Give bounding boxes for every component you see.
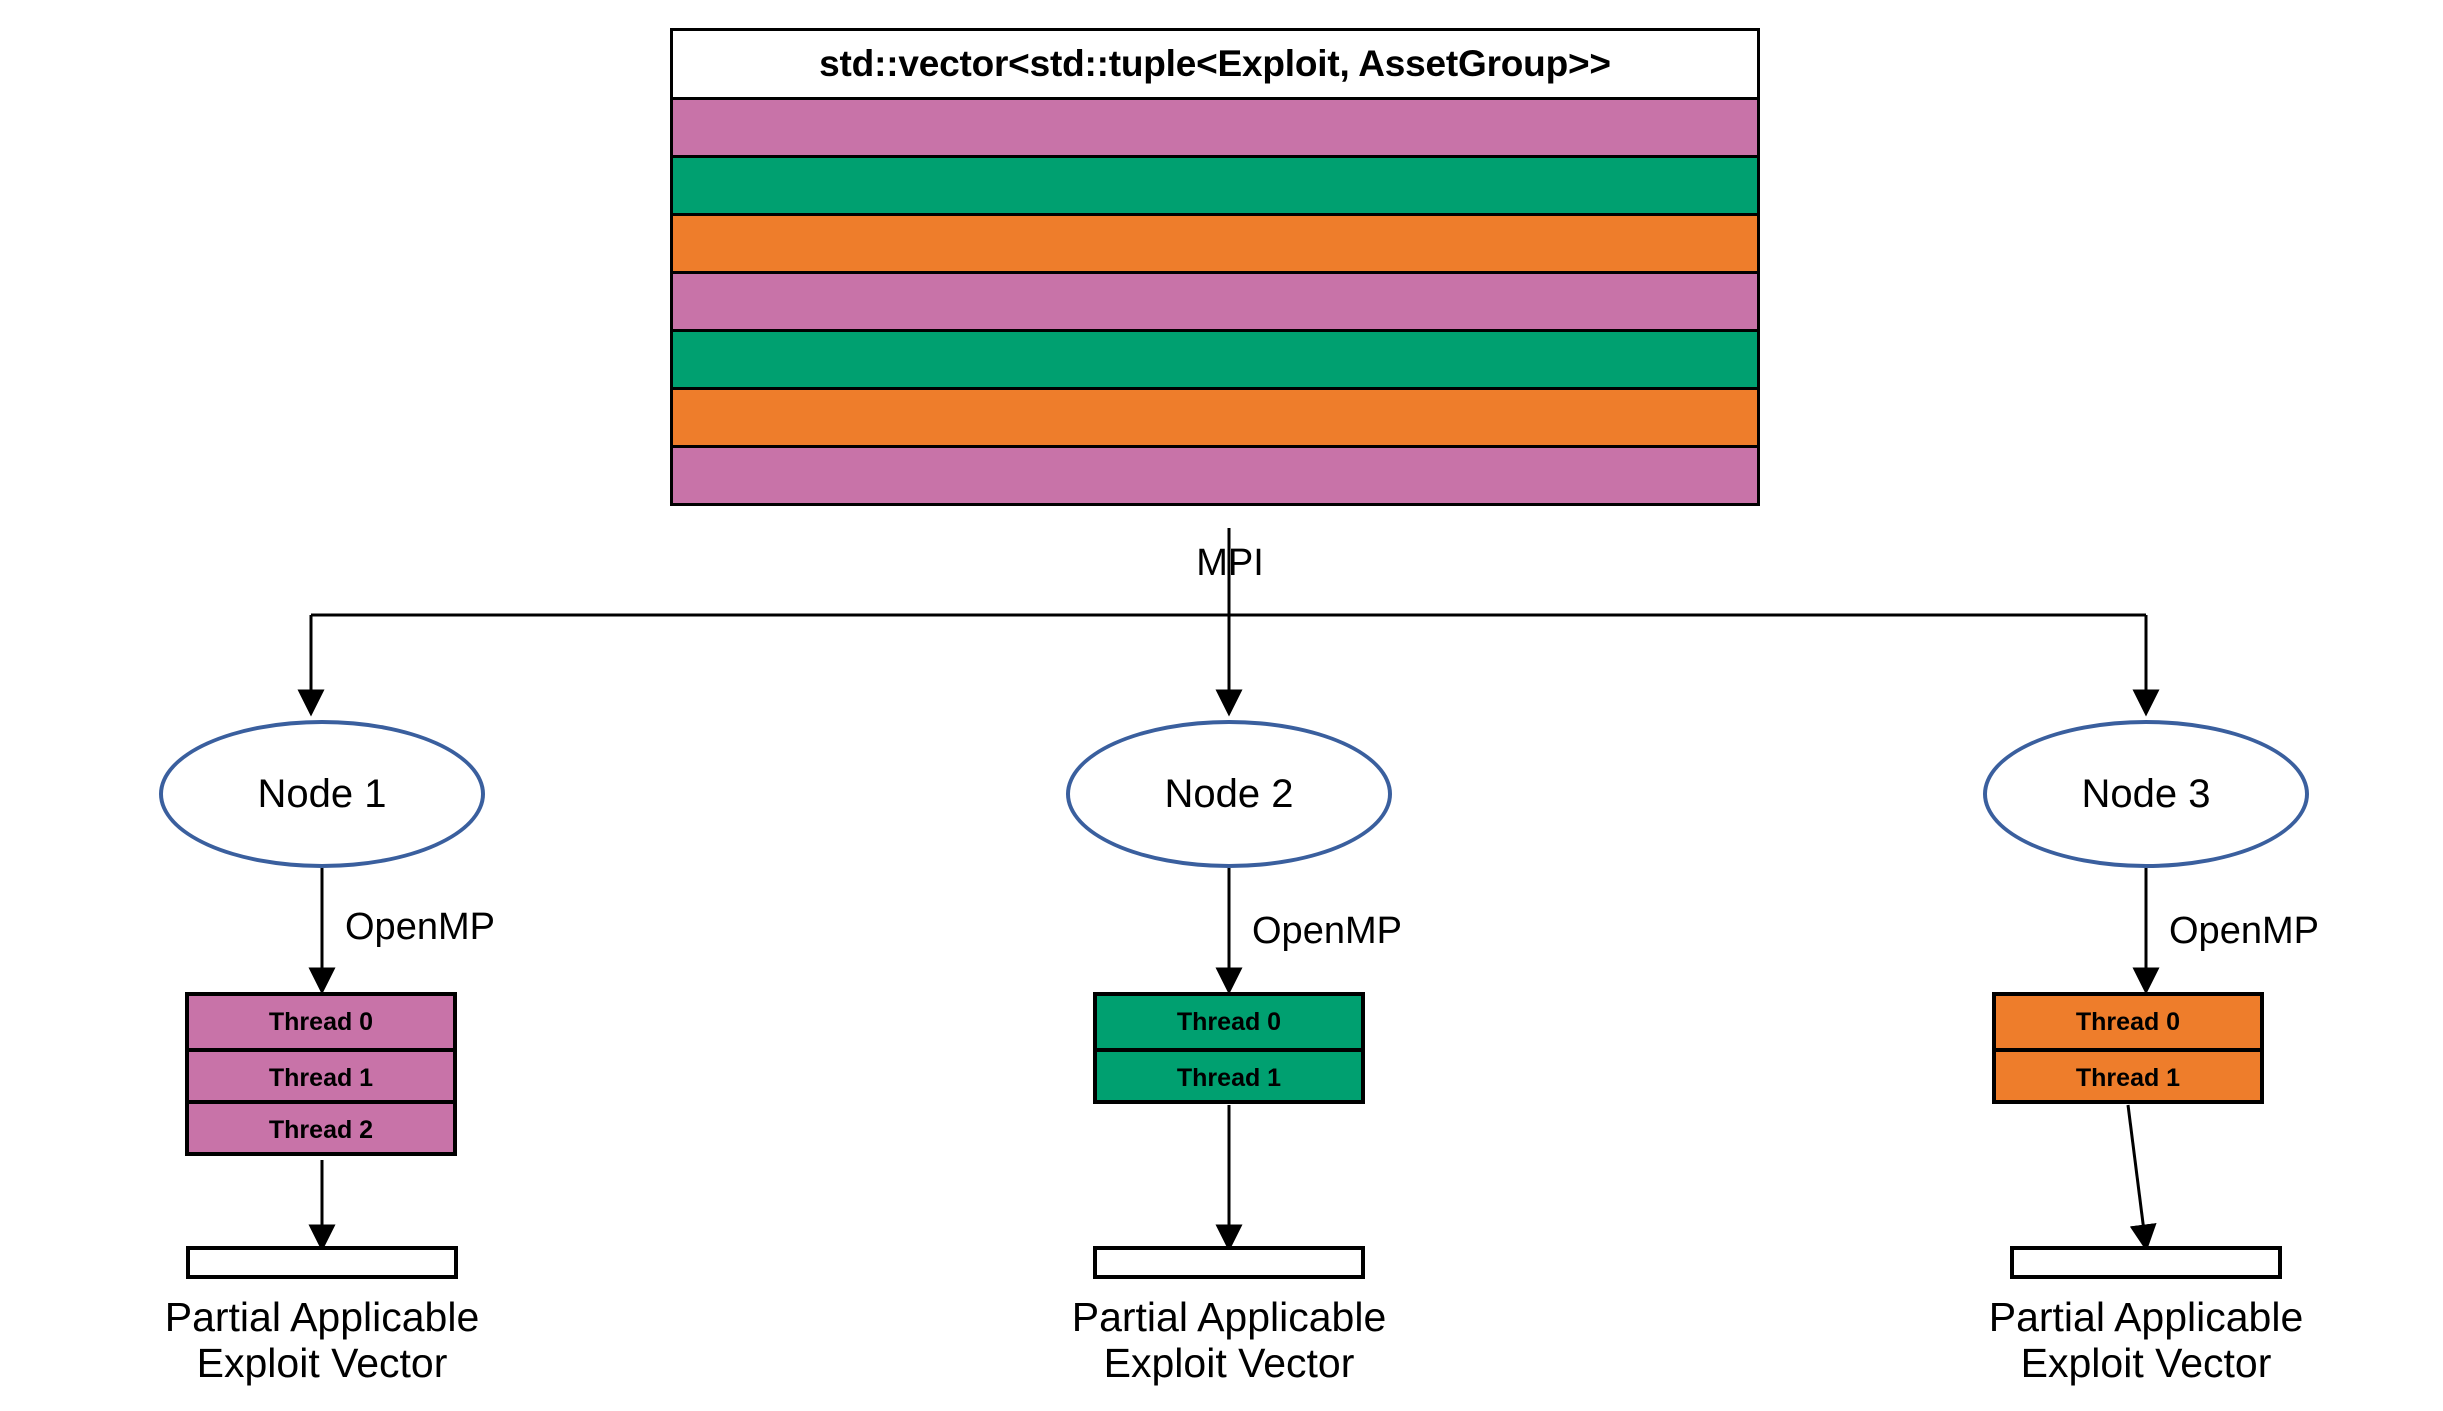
thread-stack-node-2: Thread 0 Thread 1 (1093, 992, 1365, 1104)
vector-slot-0 (673, 97, 1757, 155)
output-box-node-3 (2010, 1246, 2282, 1279)
vector-slot-5 (673, 387, 1757, 445)
vector-slot-3 (673, 271, 1757, 329)
output-caption-node-3-line2: Exploit Vector (2020, 1339, 2272, 1386)
output-caption-node-2: Partial Applicable Exploit Vector (989, 1294, 1469, 1387)
openmp-label-node-3: OpenMP (2169, 910, 2319, 952)
output-caption-node-3: Partial Applicable Exploit Vector (1906, 1294, 2386, 1387)
thread-stack-node-1: Thread 0 Thread 1 Thread 2 (185, 992, 457, 1156)
node-label-node-1: Node 1 (257, 771, 387, 816)
node-ellipse-node-1[interactable]: Node 1 (159, 720, 485, 868)
output-caption-node-1: Partial Applicable Exploit Vector (82, 1294, 562, 1387)
node-ellipse-node-3[interactable]: Node 3 (1983, 720, 2309, 868)
mpi-label: MPI (1196, 542, 1264, 584)
output-caption-node-3-line1: Partial Applicable (1988, 1294, 2304, 1340)
vector-slot-1 (673, 155, 1757, 213)
output-caption-node-2-line2: Exploit Vector (1103, 1339, 1355, 1386)
vector-slot-4 (673, 329, 1757, 387)
output-box-node-1 (186, 1246, 458, 1279)
thread-box-node-2-0[interactable]: Thread 0 (1176, 1008, 1282, 1036)
vector-slot-6 (673, 445, 1757, 503)
openmp-label-node-1: OpenMP (345, 906, 495, 948)
vector-slot-2 (673, 213, 1757, 271)
thread-box-node-3-1[interactable]: Thread 1 (1996, 1048, 2260, 1100)
node-label-node-3: Node 3 (2081, 771, 2211, 816)
output-caption-node-1-line2: Exploit Vector (196, 1339, 448, 1386)
thread-box-node-3-0[interactable]: Thread 0 (2075, 1008, 2181, 1036)
thread-box-node-2-1[interactable]: Thread 1 (1097, 1048, 1361, 1100)
output-caption-node-2-line1: Partial Applicable (1071, 1294, 1387, 1340)
output-box-node-2 (1093, 1246, 1365, 1279)
output-caption-node-1-line1: Partial Applicable (164, 1294, 480, 1340)
thread-stack-node-3: Thread 0 Thread 1 (1992, 992, 2264, 1104)
node-ellipse-node-2[interactable]: Node 2 (1066, 720, 1392, 868)
thread-box-node-1-1[interactable]: Thread 1 (189, 1048, 453, 1100)
openmp-label-node-2: OpenMP (1252, 910, 1402, 952)
vector-type-title: std::vector<std::tuple<Exploit, AssetGro… (673, 31, 1757, 97)
exploit-vector-table: std::vector<std::tuple<Exploit, AssetGro… (670, 28, 1760, 506)
node-label-node-2: Node 2 (1164, 771, 1294, 816)
thread-box-node-1-0[interactable]: Thread 0 (268, 1008, 374, 1036)
thread-box-node-1-2[interactable]: Thread 2 (189, 1100, 453, 1152)
